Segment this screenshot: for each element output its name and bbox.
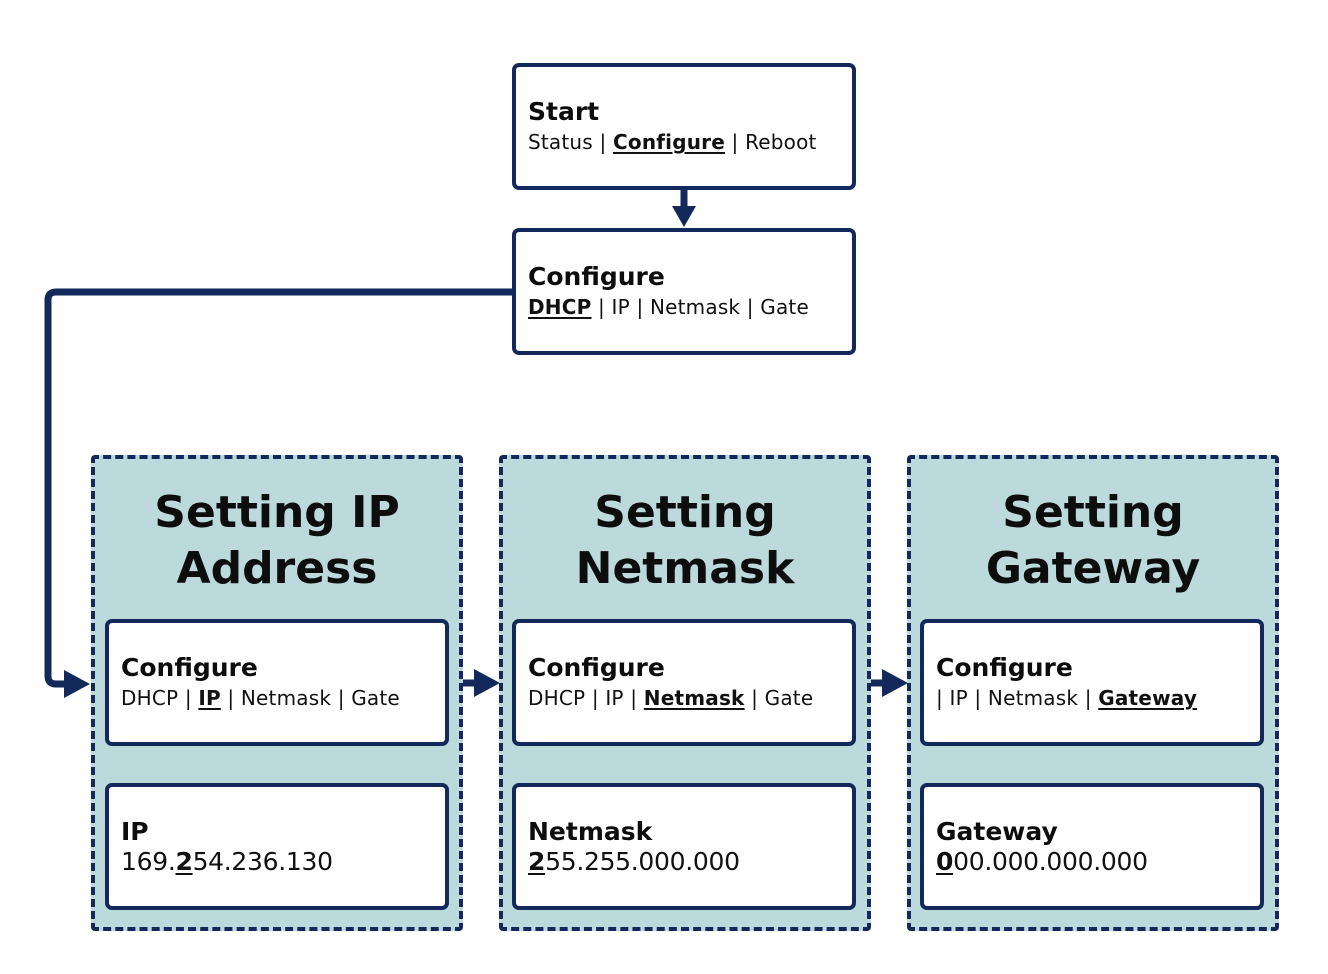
menu-item: Gate [351,686,400,710]
setting-ip-title: Setting IP Address [154,487,400,594]
menu-item: Reboot [745,130,817,154]
start-title: Start [528,97,600,126]
arrowhead-right-netmask [474,669,500,697]
configure-dhcp-box: Configure DHCP | IP | Netmask | Gate [512,228,856,355]
configure-title: Configure [528,653,665,682]
configure-gateway-box: Configure | IP | Netmask | Gateway [920,619,1264,746]
menu-item: Status [528,130,593,154]
menu-item: Netmask [643,686,745,710]
configure-menu-items: DHCP | IP | Netmask | Gate [121,686,400,710]
edit-cursor-digit: 2 [175,847,193,876]
menu-item: IP [198,686,221,710]
netmask-value: 255.255.000.000 [528,847,740,876]
menu-item: IP [949,686,968,710]
configure-ip-box: Configure DHCP | IP | Netmask | Gate [105,619,449,746]
arrowhead-down-configure [672,206,696,227]
connector-configure-to-ip [44,288,514,688]
start-menu-items: Status | Configure | Reboot [528,130,817,154]
menu-item: IP [611,295,630,319]
configure-title: Configure [528,262,665,291]
gateway-value: 000.000.000.000 [936,847,1148,876]
menu-item: Configure [613,130,725,154]
ip-value-box: IP 169.254.236.130 [105,783,449,910]
netmask-value-box: Netmask 255.255.000.000 [512,783,856,910]
edit-cursor-digit: 0 [936,847,954,876]
menu-item: Netmask [987,686,1079,710]
arrowhead-right-gateway [882,669,908,697]
configure-netmask-box: Configure DHCP | IP | Netmask | Gate [512,619,856,746]
configure-title: Configure [121,653,258,682]
ip-value: 169.254.236.130 [121,847,333,876]
configure-title: Configure [936,653,1073,682]
configure-menu-items: DHCP | IP | Netmask | Gate [528,686,814,710]
menu-lead-separator: | [936,686,950,710]
menu-item: Netmask [240,686,332,710]
arrowhead-right-ip [64,670,90,698]
menu-item: Gate [760,295,809,319]
start-menu-box: Start Status | Configure | Reboot [512,63,856,190]
menu-item: Netmask [649,295,741,319]
menu-item: DHCP [528,686,586,710]
netmask-value-title: Netmask [528,817,653,846]
menu-item: DHCP [121,686,179,710]
menu-item: Gate [764,686,814,710]
setting-netmask-title: Setting Netmask [575,487,795,594]
gateway-value-box: Gateway 000.000.000.000 [920,783,1264,910]
menu-item: Gateway [1098,686,1198,710]
menu-item: IP [605,686,624,710]
ip-value-title: IP [121,817,149,846]
edit-cursor-digit: 2 [528,847,546,876]
configure-menu-items: | IP | Netmask | Gateway [936,686,1198,710]
menu-item: DHCP [528,295,592,319]
gateway-value-title: Gateway [936,817,1058,846]
setting-gateway-title: Setting Gateway [985,487,1201,594]
configure-menu-items: DHCP | IP | Netmask | Gate [528,295,809,319]
